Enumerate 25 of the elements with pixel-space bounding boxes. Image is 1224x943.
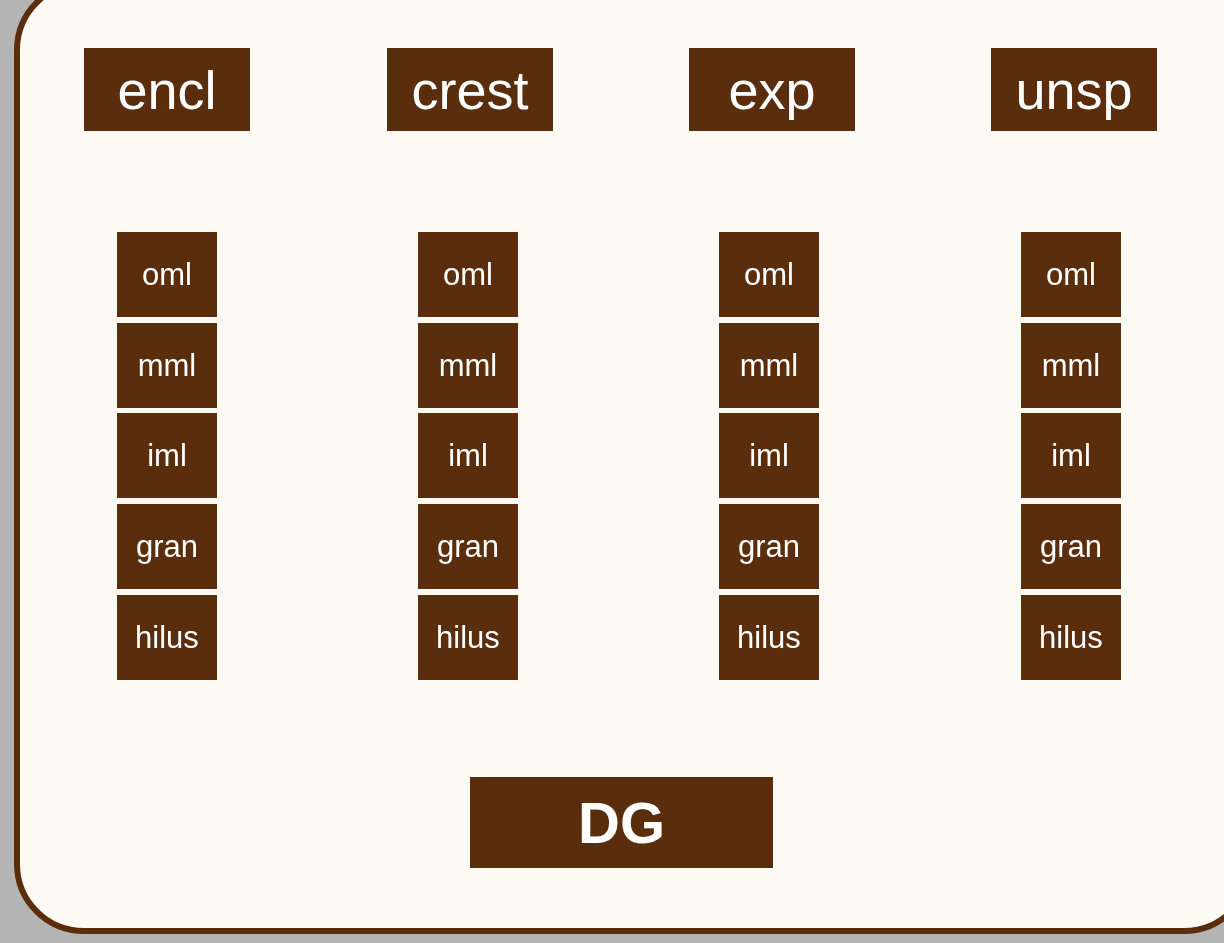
layer-box: iml — [117, 413, 217, 498]
header-box: crest — [387, 48, 553, 131]
layer-box: mml — [117, 323, 217, 408]
layer-box: mml — [418, 323, 518, 408]
layer-box: oml — [418, 232, 518, 317]
layer-box: gran — [1021, 504, 1121, 589]
layer-box: gran — [719, 504, 819, 589]
layer-box: hilus — [418, 595, 518, 680]
layer-box: gran — [117, 504, 217, 589]
header-box: exp — [689, 48, 855, 131]
header-box: encl — [84, 48, 250, 131]
layer-box: hilus — [117, 595, 217, 680]
header-box: unsp — [991, 48, 1157, 131]
title-box: DG — [470, 777, 773, 868]
layer-box: oml — [1021, 232, 1121, 317]
layer-box: oml — [117, 232, 217, 317]
layer-box: iml — [418, 413, 518, 498]
layer-box: oml — [719, 232, 819, 317]
layer-box: iml — [719, 413, 819, 498]
layer-box: hilus — [719, 595, 819, 680]
layer-box: mml — [1021, 323, 1121, 408]
layer-box: mml — [719, 323, 819, 408]
layer-box: hilus — [1021, 595, 1121, 680]
layer-box: gran — [418, 504, 518, 589]
layer-box: iml — [1021, 413, 1121, 498]
